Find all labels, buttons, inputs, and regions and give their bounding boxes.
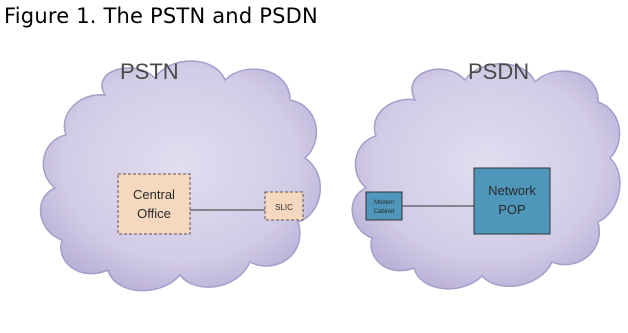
modem-label-line2: Cabinet (374, 209, 395, 215)
psdn-label: PSDN (468, 59, 529, 84)
slic-box: SLIC (264, 191, 304, 221)
slic-label: SLIC (275, 203, 293, 212)
modem-cabinet-box: Modem Cabinet (365, 191, 403, 221)
central-office-label-line1: Central (133, 187, 175, 202)
network-pop-label-line2: POP (498, 202, 525, 217)
central-office-box: Central Office (117, 173, 191, 235)
network-pop-box: Network POP (473, 167, 551, 235)
network-pop-label-line1: Network (488, 183, 536, 198)
central-office-label-line2: Office (137, 206, 171, 221)
pstn-label: PSTN (120, 59, 179, 84)
figure-title: Figure 1. The PSTN and PSDN (4, 4, 318, 28)
modem-label-line1: Modem (374, 200, 394, 206)
